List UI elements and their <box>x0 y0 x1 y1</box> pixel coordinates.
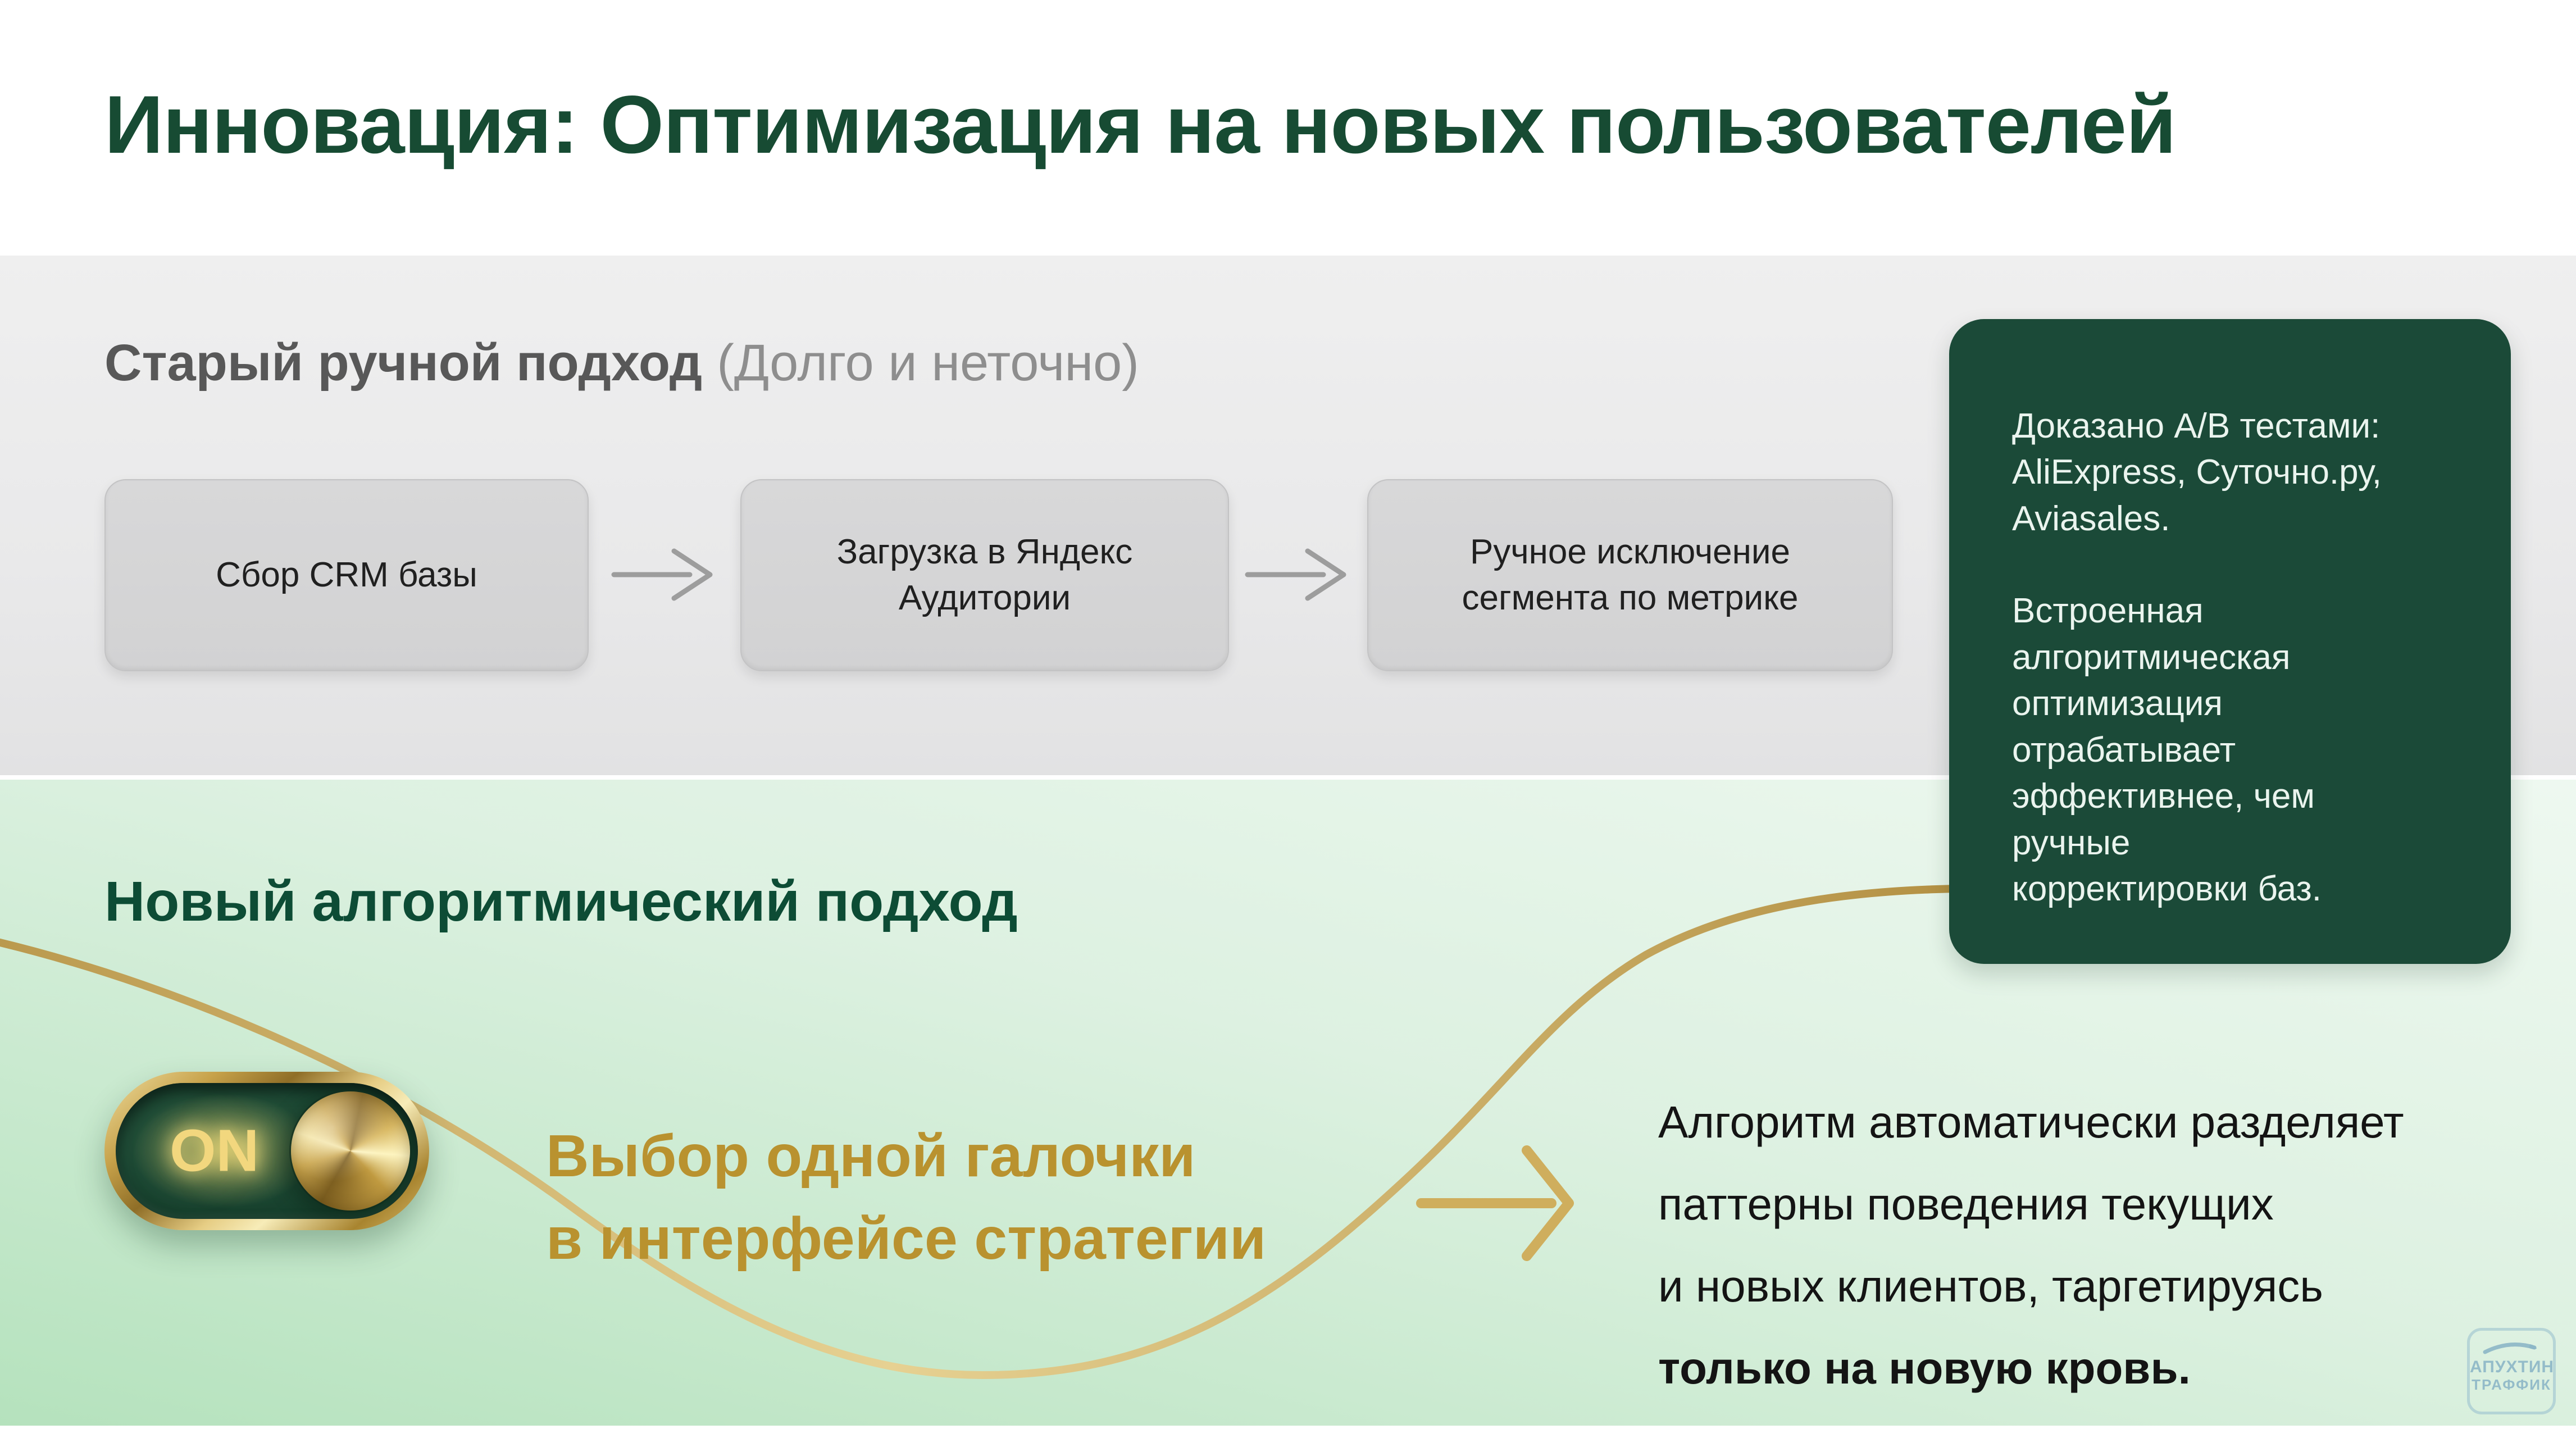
watermark-logo: АПУХТИН ТРАФФИК <box>2467 1328 2556 1414</box>
watermark-line-1: АПУХТИН <box>2470 1358 2555 1376</box>
callout-proof-text: Доказано A/B тестами: AliExpress, Суточн… <box>2012 407 2382 538</box>
step-box-crm-collect: Сбор CRM базы <box>104 479 589 671</box>
toggle-knob-icon[interactable] <box>291 1091 410 1211</box>
toggle-state-label: ON <box>170 1117 259 1184</box>
old-approach-heading: Старый ручной подход(Долго и неточно) <box>104 334 1139 393</box>
on-toggle-switch[interactable]: ON <box>104 1072 429 1230</box>
old-approach-heading-note: (Долго и неточно) <box>717 334 1139 392</box>
new-approach-heading: Новый алгоритмический подход <box>104 870 1018 933</box>
page-title: Инновация: Оптимизация на новых пользова… <box>104 79 2177 170</box>
toggle-glow <box>131 1093 317 1208</box>
watermark-line-2: ТРАФФИК <box>2472 1376 2551 1393</box>
band-divider <box>0 775 2576 780</box>
old-approach-heading-main: Старый ручной подход <box>104 334 703 392</box>
result-text: Алгоритм автоматически разделяет паттерн… <box>1658 1097 2404 1311</box>
proof-callout: Доказано A/B тестами: AliExpress, Суточн… <box>1949 319 2511 964</box>
logo-swoosh-icon <box>2483 1343 2537 1354</box>
toggle-track: ON <box>116 1083 418 1219</box>
highlight-text: Выбор одной галочки в интерфейсе стратег… <box>546 1123 1267 1272</box>
step-box-yandex-upload: Загрузка в Яндекс Аудитории <box>740 479 1229 671</box>
result-text-block: Алгоритм автоматически разделяет паттерн… <box>1658 1081 2404 1409</box>
step-box-manual-exclusion: Ручное исключение сегмента по метрике <box>1367 479 1893 671</box>
result-text-emphasis: только на новую кровь. <box>1658 1343 2191 1393</box>
flow-arrow-icon <box>611 548 713 601</box>
flow-arrow-icon <box>1245 548 1346 601</box>
callout-benefit-text: Встроенная алгоритмическая оптимизация о… <box>2012 591 2322 909</box>
